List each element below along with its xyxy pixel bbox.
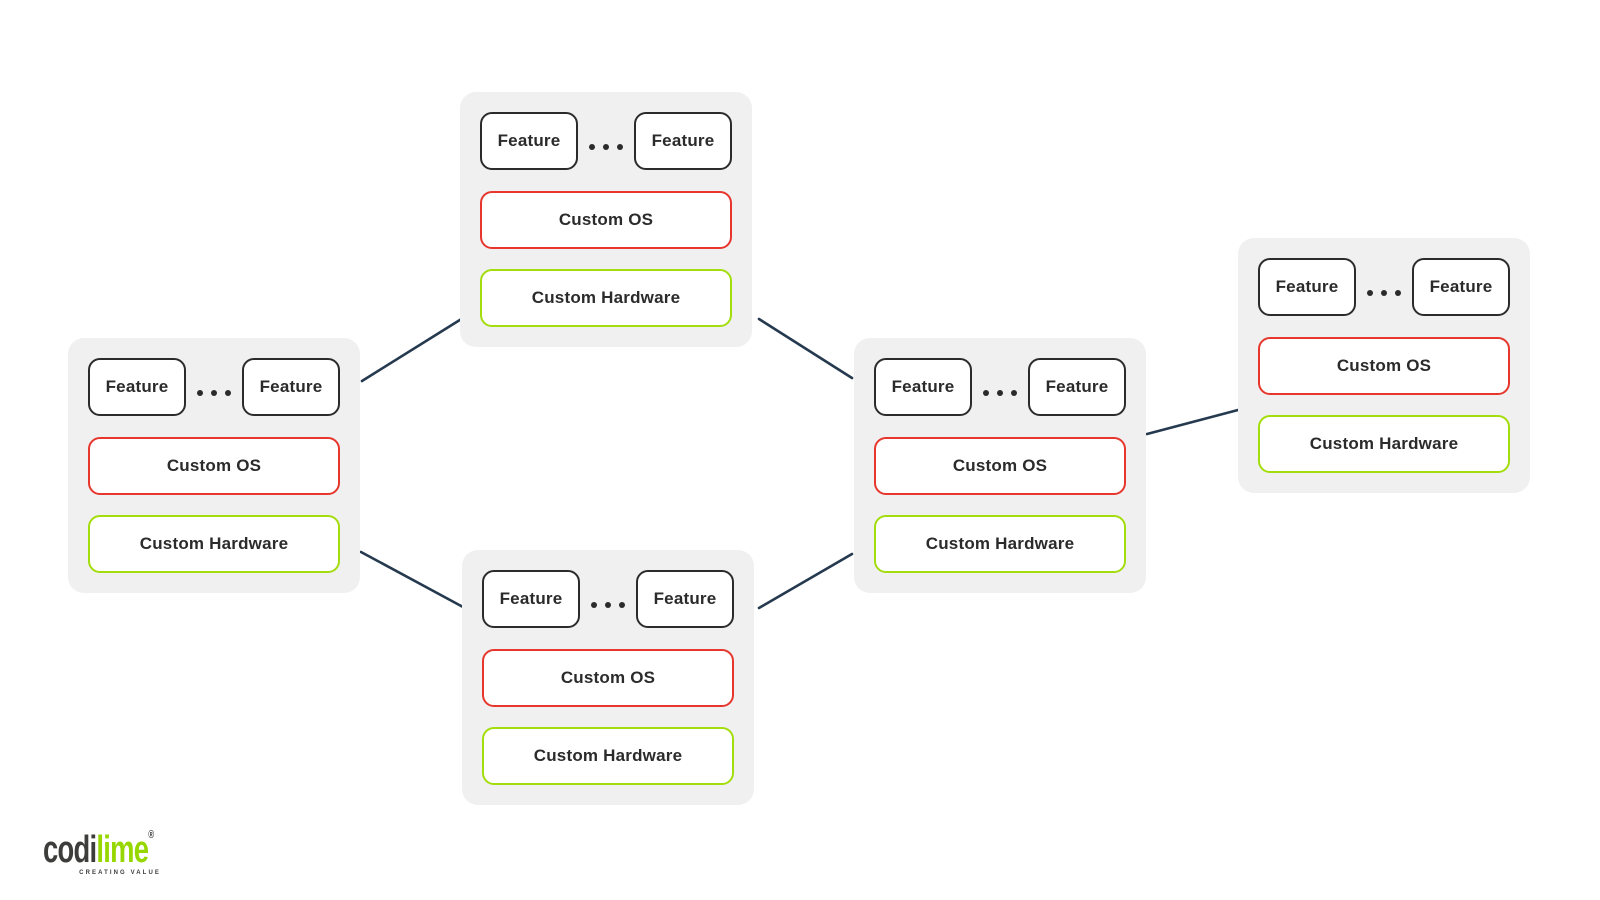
feature-box-right: Feature [634, 112, 732, 170]
logo-tagline: CREATING VALUE [79, 870, 161, 876]
logo-text-codi: codi [43, 829, 97, 871]
custom-hardware-box: Custom Hardware [482, 727, 734, 785]
codilime-logo: codilime® CREATING VALUE [43, 829, 165, 877]
custom-os-box: Custom OS [874, 436, 1126, 495]
connector-middle-right-to-far-right [1145, 408, 1240, 436]
feature-box-left: Feature [874, 358, 972, 416]
connector-left-to-top [360, 316, 465, 383]
connector-top-to-middle-right [757, 317, 854, 380]
custom-os-box: Custom OS [482, 648, 734, 707]
feature-box-right: Feature [242, 358, 340, 416]
device-node-middle-right: Feature Feature Custom OS Custom Hardwar… [854, 338, 1146, 593]
custom-hardware-box: Custom Hardware [480, 269, 732, 327]
ellipsis-dots [591, 602, 625, 608]
ellipsis-dots [197, 390, 231, 396]
feature-box-left: Feature [482, 570, 580, 628]
feature-row: Feature Feature [480, 112, 732, 170]
feature-box-left: Feature [88, 358, 186, 416]
custom-hardware-box: Custom Hardware [1258, 415, 1510, 473]
custom-os-box: Custom OS [88, 436, 340, 495]
ellipsis-dots [1367, 290, 1401, 296]
feature-row: Feature Feature [1258, 258, 1510, 316]
device-node-bottom-center: Feature Feature Custom OS Custom Hardwar… [462, 550, 754, 805]
feature-box-left: Feature [480, 112, 578, 170]
logo-text-lime: lime [96, 829, 149, 871]
ellipsis-dots [589, 144, 623, 150]
feature-row: Feature Feature [482, 570, 734, 628]
connector-left-to-bottom [359, 550, 465, 609]
ellipsis-dots [983, 390, 1017, 396]
registered-trademark-icon: ® [148, 829, 155, 841]
feature-row: Feature Feature [874, 358, 1126, 416]
feature-box-right: Feature [636, 570, 734, 628]
device-node-left: Feature Feature Custom OS Custom Hardwar… [68, 338, 360, 593]
device-node-far-right: Feature Feature Custom OS Custom Hardwar… [1238, 238, 1530, 493]
connector-bottom-to-middle-right [757, 552, 854, 610]
custom-os-box: Custom OS [480, 190, 732, 249]
feature-box-right: Feature [1028, 358, 1126, 416]
codilime-wordmark: codilime® [43, 829, 154, 871]
feature-box-left: Feature [1258, 258, 1356, 316]
feature-box-right: Feature [1412, 258, 1510, 316]
custom-hardware-box: Custom Hardware [874, 515, 1126, 573]
feature-row: Feature Feature [88, 358, 340, 416]
device-node-top-center: Feature Feature Custom OS Custom Hardwar… [460, 92, 752, 347]
custom-hardware-box: Custom Hardware [88, 515, 340, 573]
custom-os-box: Custom OS [1258, 336, 1510, 395]
